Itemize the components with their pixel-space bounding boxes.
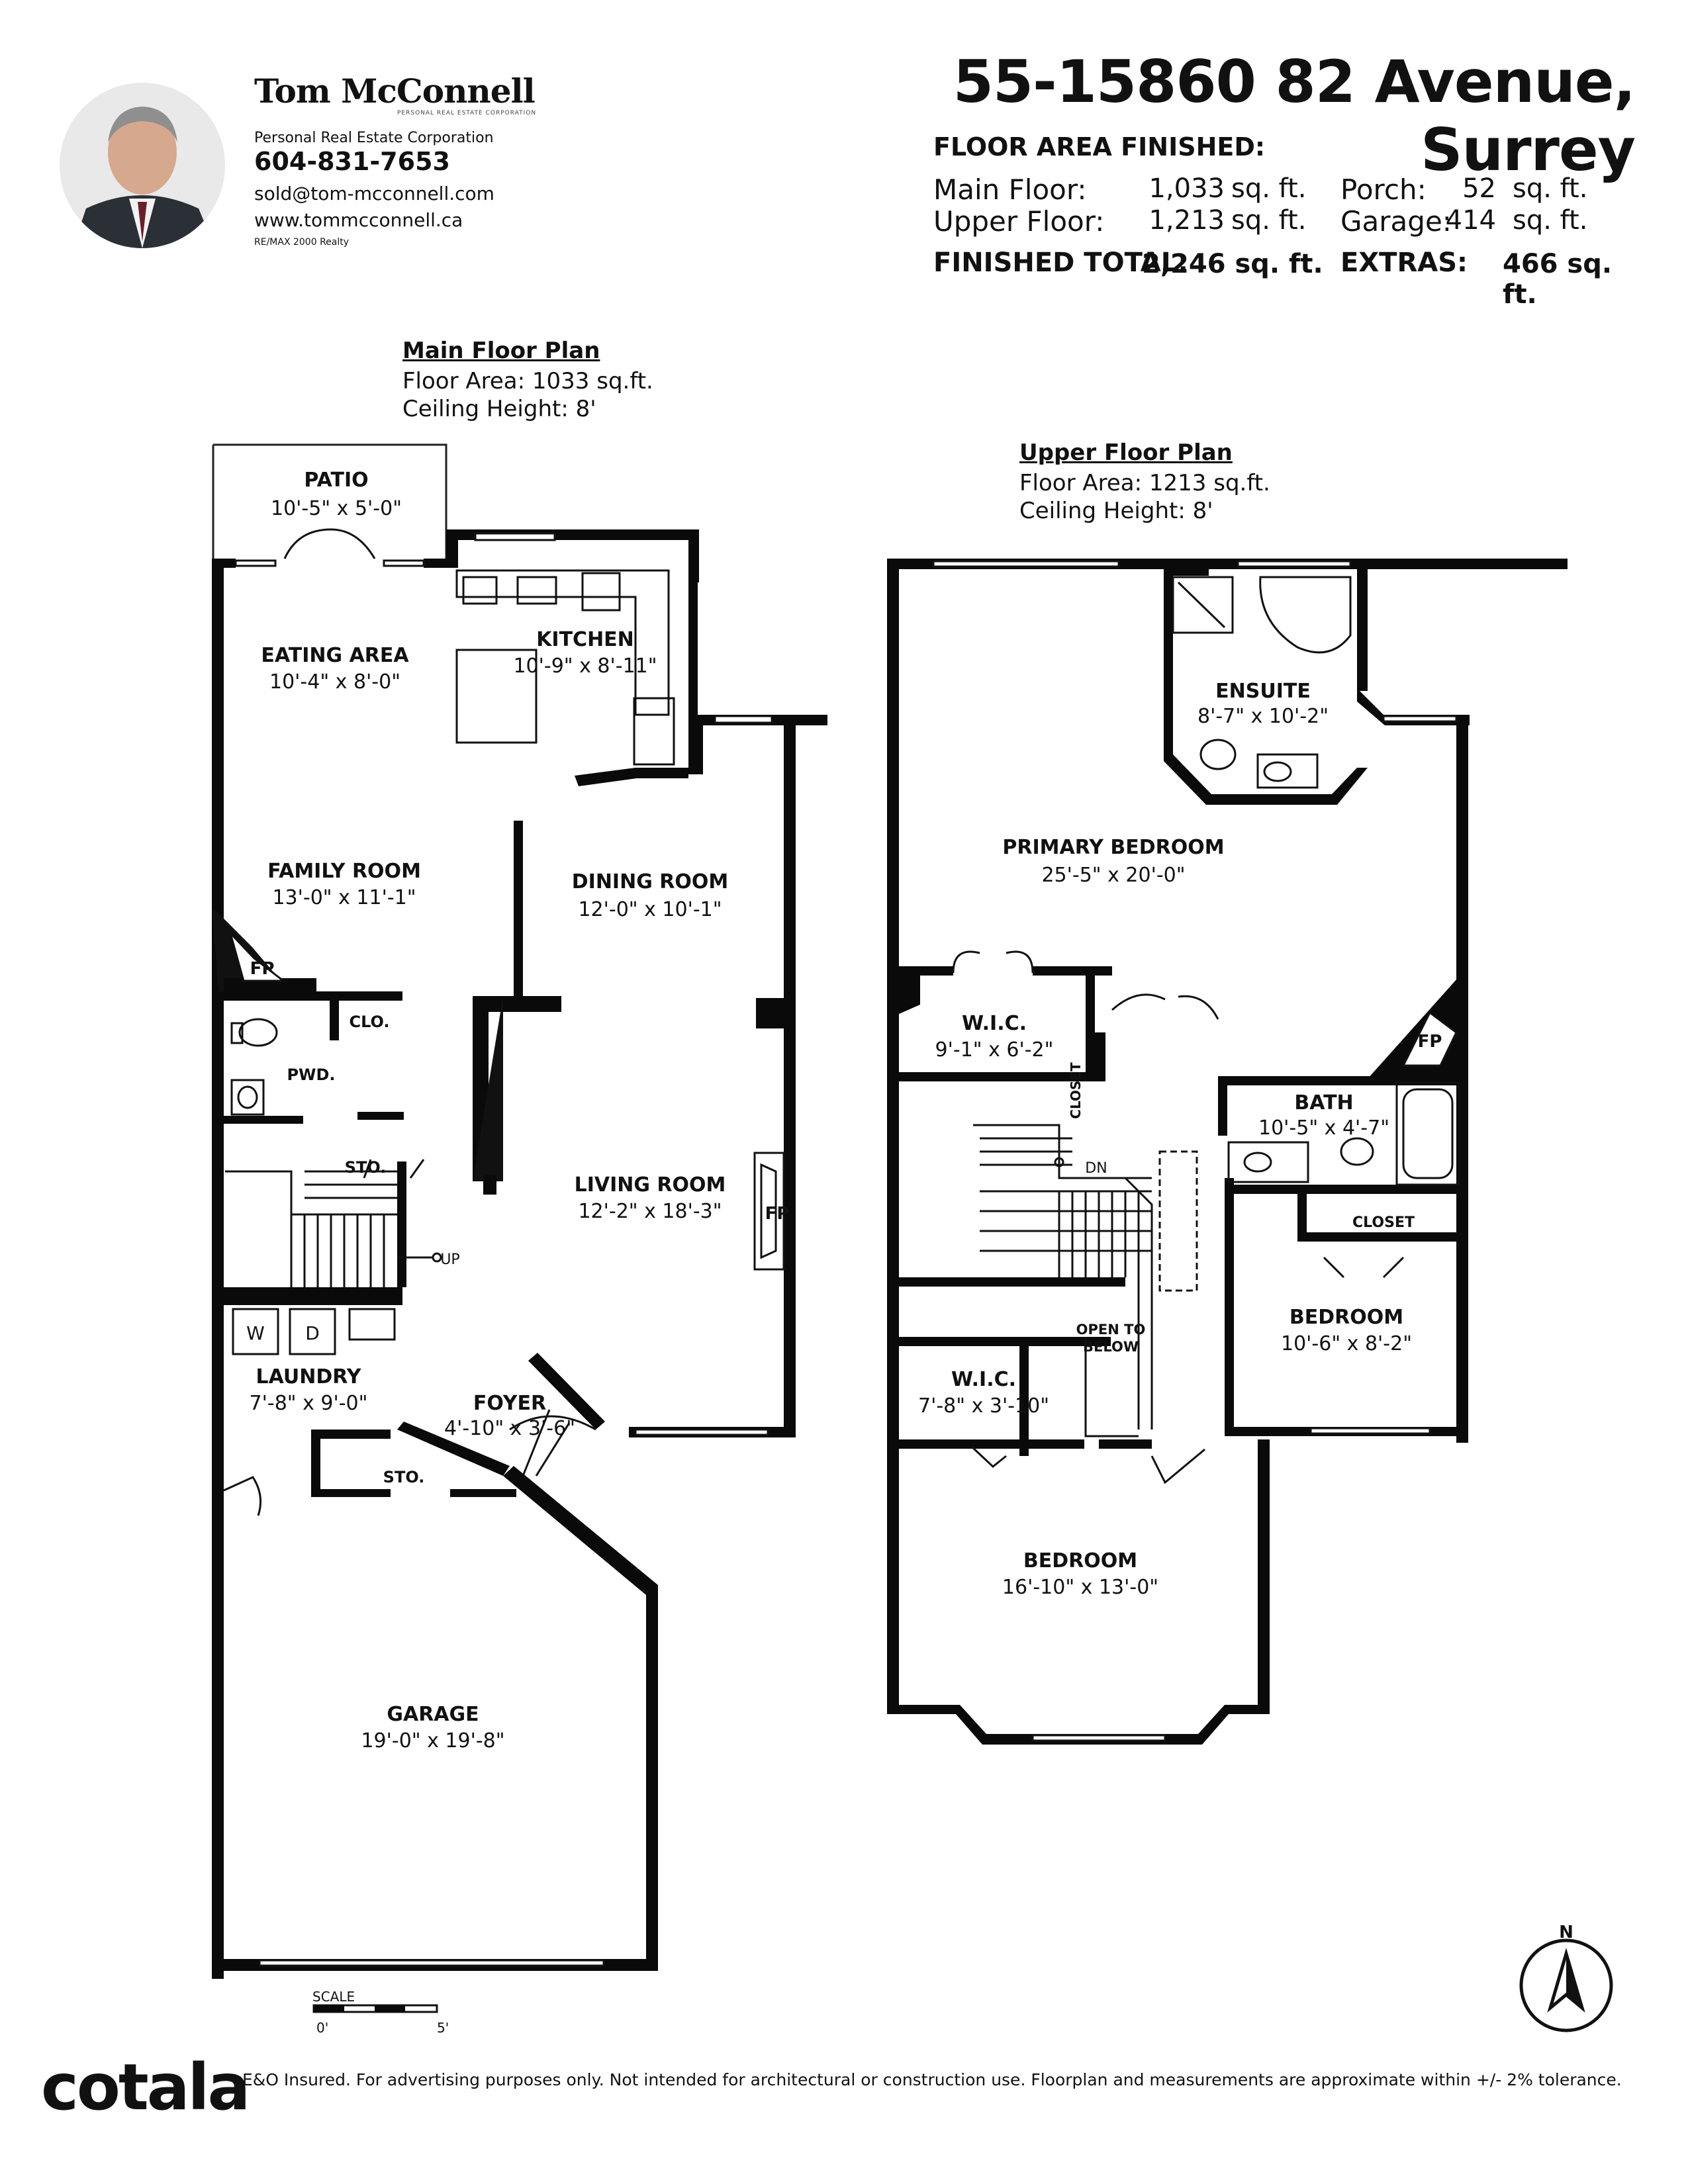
scale-label: SCALE bbox=[312, 1989, 355, 2005]
bedroom3-dims: 16'-10" x 13'-0" bbox=[1002, 1576, 1158, 1599]
scale-end: 5' bbox=[437, 2020, 449, 2036]
upper-plan-ceiling: Ceiling Height: 8' bbox=[1019, 498, 1213, 524]
eating-area-label: EATING AREA bbox=[261, 644, 409, 667]
bedroom2-dims: 10'-6" x 8'-2" bbox=[1281, 1332, 1412, 1355]
property-address: 55-15860 82 Avenue, Surrey bbox=[953, 48, 1636, 184]
stairs-down-label: DN bbox=[1085, 1160, 1107, 1177]
upper-plan-title: Upper Floor Plan bbox=[1019, 439, 1233, 466]
primary-bedroom-label: PRIMARY BEDROOM bbox=[1002, 836, 1224, 859]
wic-upper-label: W.I.C. bbox=[962, 1012, 1027, 1035]
main-floor-label: Main Floor: bbox=[933, 173, 1087, 206]
bath-dims: 10'-5" x 4'-7" bbox=[1258, 1116, 1389, 1140]
family-room-dims: 13'-0" x 11'-1" bbox=[272, 886, 416, 909]
agent-photo bbox=[60, 83, 225, 248]
eating-area-dims: 10'-4" x 8'-0" bbox=[269, 670, 400, 694]
upper-floor-unit: sq. ft. bbox=[1231, 205, 1307, 236]
compass-north-label: N bbox=[1559, 1923, 1573, 1942]
agent-corporation: Personal Real Estate Corporation bbox=[254, 130, 494, 146]
porch-label: Porch: bbox=[1340, 173, 1427, 206]
main-floor-value: 1,033 bbox=[1149, 173, 1225, 204]
washer-label: W bbox=[246, 1322, 265, 1344]
garage-room-dims: 19'-0" x 19'-8" bbox=[361, 1729, 504, 1752]
agent-name: Tom McConnell bbox=[254, 71, 536, 111]
dining-room-label: DINING ROOM bbox=[572, 870, 728, 893]
family-room-label: FAMILY ROOM bbox=[267, 860, 421, 883]
kitchen-label: KITCHEN bbox=[536, 628, 634, 651]
bedroom2-label: BEDROOM bbox=[1289, 1306, 1403, 1329]
garage-value: 414 bbox=[1445, 205, 1496, 236]
bedroom3-label: BEDROOM bbox=[1023, 1549, 1137, 1572]
upper-floor-value: 1,213 bbox=[1149, 205, 1225, 236]
porch-value: 52 bbox=[1462, 173, 1496, 204]
north-compass-icon: N bbox=[1519, 1923, 1613, 2032]
upper-floor-label: Upper Floor: bbox=[933, 205, 1105, 238]
family-fireplace-label: FP bbox=[250, 959, 275, 979]
cotala-logo: cotala bbox=[41, 2050, 250, 2124]
ensuite-dims: 8'-7" x 10'-2" bbox=[1197, 705, 1329, 728]
living-room-dims: 12'-2" x 18'-3" bbox=[578, 1200, 722, 1223]
agent-website: www.tommcconnell.ca bbox=[254, 209, 463, 231]
agent-name-subtitle: PERSONAL REAL ESTATE CORPORATION bbox=[397, 110, 537, 116]
patio-label: PATIO bbox=[304, 469, 368, 492]
garage-room-label: GARAGE bbox=[387, 1703, 479, 1726]
ensuite-label: ENSUITE bbox=[1215, 680, 1311, 703]
primary-bedroom-dims: 25'-5" x 20'-0" bbox=[1041, 864, 1185, 887]
open-to-below-line2: BELOW bbox=[1083, 1339, 1139, 1355]
agent-phone: 604-831-7653 bbox=[254, 147, 450, 176]
bath-label: BATH bbox=[1294, 1091, 1353, 1115]
wic-lower-label: W.I.C. bbox=[951, 1368, 1016, 1391]
upper-plan-area: Floor Area: 1213 sq.ft. bbox=[1019, 470, 1270, 496]
dryer-label: D bbox=[305, 1322, 320, 1344]
garage-label: Garage: bbox=[1340, 205, 1452, 238]
floor-area-title: FLOOR AREA FINISHED: bbox=[933, 132, 1266, 161]
porch-unit: sq. ft. bbox=[1513, 173, 1588, 204]
agent-brokerage: RE/MAX 2000 Realty bbox=[254, 237, 350, 248]
foyer-dims: 4'-10" x 3'-6" bbox=[444, 1417, 575, 1440]
extras-value: 466 sq. ft. bbox=[1503, 249, 1613, 310]
patio-dims: 10'-5" x 5'-0" bbox=[271, 497, 402, 520]
primary-fireplace-label: FP bbox=[1418, 1032, 1442, 1052]
kitchen-dims: 10'-9" x 8'-11" bbox=[513, 655, 657, 678]
living-fireplace-label: FP bbox=[765, 1204, 790, 1224]
bedroom2-closet-label: CLOSET bbox=[1352, 1214, 1415, 1231]
garage-unit: sq. ft. bbox=[1513, 205, 1588, 236]
stairs-up-label: UP bbox=[440, 1251, 459, 1268]
wic-lower-dims: 7'-8" x 3'-10" bbox=[918, 1394, 1049, 1418]
main-floor-unit: sq. ft. bbox=[1231, 173, 1307, 204]
powder-room-label: PWD. bbox=[287, 1066, 335, 1084]
extras-label: EXTRAS: bbox=[1340, 248, 1468, 278]
laundry-dims: 7'-8" x 9'-0" bbox=[250, 1392, 368, 1415]
storage-label-1: STO. bbox=[345, 1158, 387, 1177]
open-to-below-line1: OPEN TO bbox=[1076, 1322, 1146, 1338]
living-room-label: LIVING ROOM bbox=[575, 1173, 726, 1197]
main-plan-ceiling: Ceiling Height: 8' bbox=[402, 396, 596, 422]
wic-closet-label: CLOSET bbox=[1068, 1062, 1084, 1119]
disclaimer-text: E&O Insured. For advertising purposes on… bbox=[242, 2070, 1622, 2089]
wic-upper-dims: 9'-1" x 6'-2" bbox=[935, 1038, 1054, 1062]
main-plan-title: Main Floor Plan bbox=[402, 338, 600, 364]
closet-label: CLO. bbox=[349, 1013, 389, 1031]
finished-total-label: FINISHED TOTAL: bbox=[933, 248, 1189, 278]
agent-email: sold@tom-mcconnell.com bbox=[254, 183, 494, 205]
laundry-label: LAUNDRY bbox=[256, 1365, 362, 1388]
foyer-label: FOYER bbox=[473, 1392, 546, 1415]
scale-start: 0' bbox=[316, 2020, 329, 2036]
storage-label-2: STO. bbox=[383, 1468, 425, 1486]
finished-total-value: 2,246 sq. ft. bbox=[1142, 249, 1323, 279]
main-plan-area: Floor Area: 1033 sq.ft. bbox=[402, 368, 653, 394]
dining-room-dims: 12'-0" x 10'-1" bbox=[578, 898, 722, 921]
